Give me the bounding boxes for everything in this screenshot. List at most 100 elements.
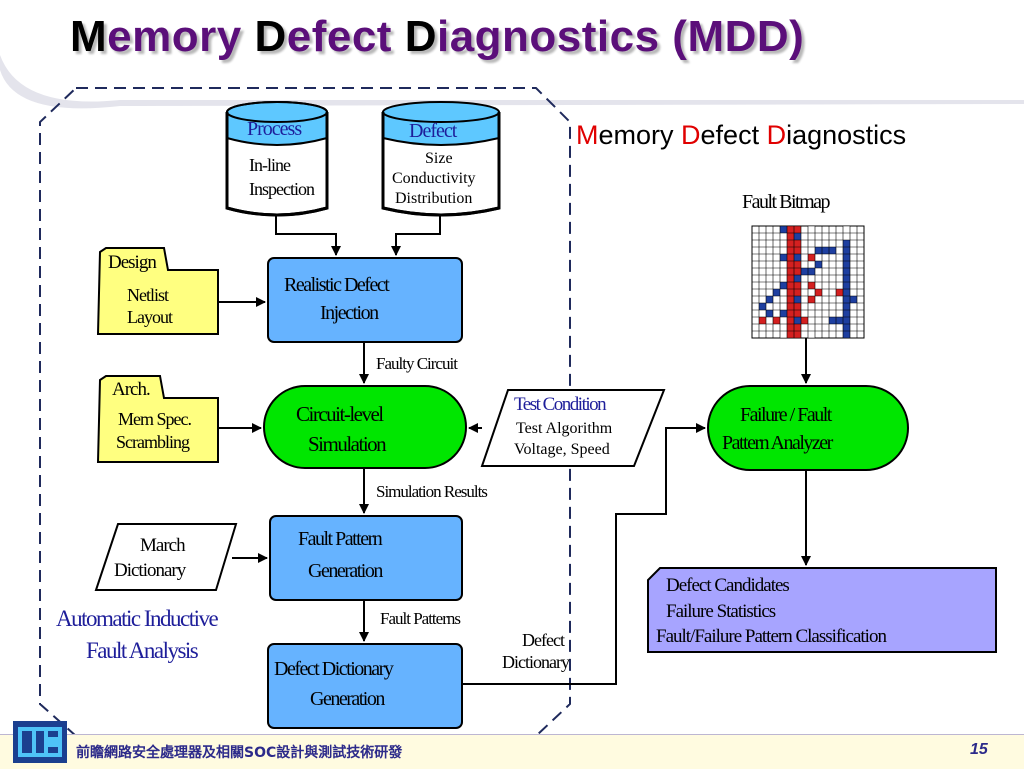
bitmap-cell — [794, 289, 801, 296]
bitmap-cell — [787, 303, 794, 310]
fault-pattern-gen-line1: Fault Pattern — [298, 528, 383, 550]
bitmap-cell — [808, 240, 815, 247]
title-part-1: emory — [107, 12, 255, 61]
fault-pattern-generation-box — [269, 515, 463, 601]
bitmap-cell — [773, 317, 780, 324]
bitmap-cell — [794, 247, 801, 254]
process-db-line2: Inspection — [249, 179, 315, 199]
bitmap-cell — [780, 303, 787, 310]
bitmap-cell — [787, 247, 794, 254]
bitmap-cell — [766, 310, 773, 317]
march-dictionary-box — [94, 523, 238, 591]
title-letter-d2: D — [404, 12, 437, 61]
bitmap-cell — [808, 254, 815, 261]
bitmap-cell — [815, 261, 822, 268]
subtitle-part-3: iagnostics — [786, 120, 907, 150]
bitmap-cell — [787, 268, 794, 275]
defect-db-header: Defect — [409, 120, 457, 142]
bitmap-cell — [843, 296, 850, 303]
subtitle-letter-d: D — [681, 120, 701, 150]
subtitle-part-1: emory — [598, 120, 682, 150]
analyzer-line1: Failure / Fault — [740, 404, 832, 426]
bitmap-cell — [780, 331, 787, 338]
bitmap-cell — [787, 282, 794, 289]
subtitle-part-2: efect — [700, 120, 767, 150]
bitmap-cell — [780, 240, 787, 247]
title-part-2: efect — [286, 12, 405, 61]
design-folder-line1: Netlist — [127, 285, 169, 305]
march-dictionary-line1: March — [140, 535, 186, 556]
title-part-3: iagnostics (MDD) — [436, 12, 805, 61]
defect-db-line1: Size — [425, 150, 453, 167]
bitmap-cell — [808, 296, 815, 303]
design-folder-tab: Design — [108, 252, 157, 273]
bitmap-cell — [773, 289, 780, 296]
bitmap-cell — [780, 261, 787, 268]
footer-bar — [0, 734, 1024, 769]
bitmap-cell — [787, 317, 794, 324]
bitmap-cell — [780, 247, 787, 254]
bitmap-cell — [780, 254, 787, 261]
defect-dict-gen-line1: Defect Dictionary — [274, 658, 394, 680]
defect-dictionary-label-2: Dictionary — [502, 652, 570, 672]
arch-folder-tab: Arch. — [112, 379, 151, 400]
bitmap-cell — [808, 303, 815, 310]
afa-label-line2: Fault Analysis — [86, 638, 199, 663]
bitmap-cell — [766, 296, 773, 303]
bitmap-cell — [759, 317, 766, 324]
bitmap-cell — [794, 310, 801, 317]
results-box — [647, 567, 997, 653]
bitmap-cell — [780, 226, 787, 233]
faulty-circuit-label: Faulty Circuit — [376, 354, 458, 373]
bitmap-cell — [815, 289, 822, 296]
bitmap-cell — [843, 324, 850, 331]
results-line1: Defect Candidates — [666, 575, 790, 596]
bitmap-cell — [787, 233, 794, 240]
bitmap-cell — [808, 310, 815, 317]
bitmap-cell — [843, 226, 850, 233]
bitmap-cell — [843, 233, 850, 240]
bitmap-cell — [808, 275, 815, 282]
bitmap-cell — [780, 282, 787, 289]
fault-patterns-label: Fault Patterns — [380, 609, 461, 628]
bitmap-cell — [787, 240, 794, 247]
design-folder — [96, 247, 219, 335]
flow-arrows — [218, 216, 811, 685]
process-database — [225, 101, 329, 217]
circuit-sim-line2: Simulation — [308, 432, 387, 456]
bitmap-cell — [808, 233, 815, 240]
bitmap-cell — [787, 296, 794, 303]
arch-folder — [96, 375, 219, 463]
bitmap-cell — [836, 289, 843, 296]
bitmap-cell — [787, 331, 794, 338]
bitmap-cell — [843, 268, 850, 275]
bitmap-cell — [787, 324, 794, 331]
bitmap-cell — [808, 261, 815, 268]
afa-label-line1: Automatic Inductive — [56, 606, 219, 631]
bitmap-cell — [794, 324, 801, 331]
results-line3: Fault/Failure Pattern Classification — [656, 626, 887, 647]
bitmap-cell — [780, 296, 787, 303]
bitmap-cell — [794, 261, 801, 268]
page-number: 15 — [970, 741, 988, 758]
realistic-defect-line1: Realistic Defect — [284, 274, 390, 296]
footer-text: 前瞻網路安全處理器及相關SOC設計與測試技術研發 — [76, 745, 403, 761]
logo-icon — [13, 721, 67, 763]
afa-dashed-border — [39, 87, 571, 737]
bitmap-cell — [843, 310, 850, 317]
bitmap-cell — [843, 261, 850, 268]
design-folder-line2: Layout — [127, 307, 173, 327]
bitmap-cell — [808, 268, 815, 275]
bitmap-cell — [829, 317, 836, 324]
bitmap-cell — [787, 310, 794, 317]
bitmap-cell — [780, 324, 787, 331]
bitmap-cell — [829, 247, 836, 254]
bitmap-cell — [822, 247, 829, 254]
subtitle-letter-m: M — [576, 120, 599, 150]
bitmap-cell — [836, 317, 843, 324]
bitmap-cell — [787, 275, 794, 282]
arch-folder-line2: Scrambling — [116, 432, 190, 452]
fault-bitmap-label: Fault Bitmap — [742, 191, 831, 213]
